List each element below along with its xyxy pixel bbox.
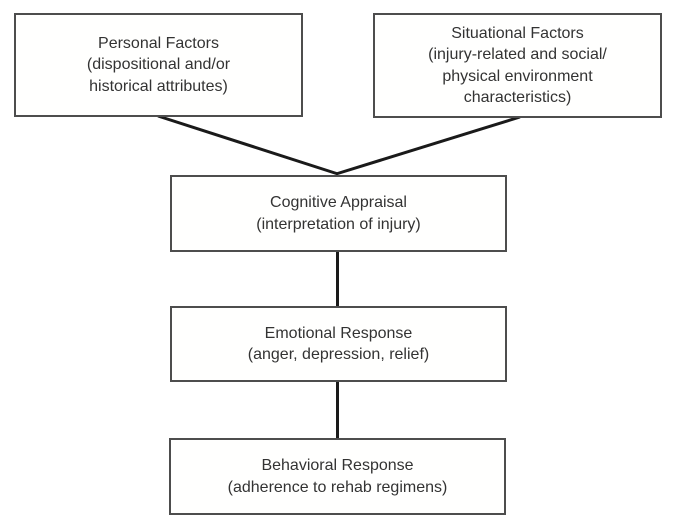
node-behavioral-response: Behavioral Response (adherence to rehab … (169, 438, 506, 515)
node-emotional-response-subtitle: (anger, depression, relief) (247, 346, 430, 363)
node-personal-factors: Personal Factors (dispositional and/or h… (14, 13, 303, 117)
node-personal-factors-subtitle: (dispositional and/or historical attribu… (86, 56, 231, 95)
node-behavioral-response-title: Behavioral Response (261, 457, 414, 475)
node-situational-factors-title: Situational Factors (451, 25, 584, 43)
node-situational-factors-subtitle: (injury-related and social/ physical env… (428, 46, 607, 106)
node-emotional-response: Emotional Response (anger, depression, r… (170, 306, 507, 382)
node-cognitive-appraisal-subtitle: (interpretation of injury) (256, 215, 421, 233)
node-cognitive-appraisal: Cognitive Appraisal (interpretation of i… (170, 175, 507, 252)
connector-personal-to-cognitive (157, 114, 339, 176)
node-situational-factors: Situational Factors (injury-related and … (373, 13, 662, 118)
connector-situational-to-cognitive (335, 115, 521, 176)
node-emotional-response-title: Emotional Response (264, 324, 413, 342)
node-personal-factors-title: Personal Factors (98, 35, 219, 53)
node-cognitive-appraisal-title: Cognitive Appraisal (270, 194, 407, 212)
node-behavioral-response-subtitle: (adherence to rehab regimens) (227, 478, 448, 496)
